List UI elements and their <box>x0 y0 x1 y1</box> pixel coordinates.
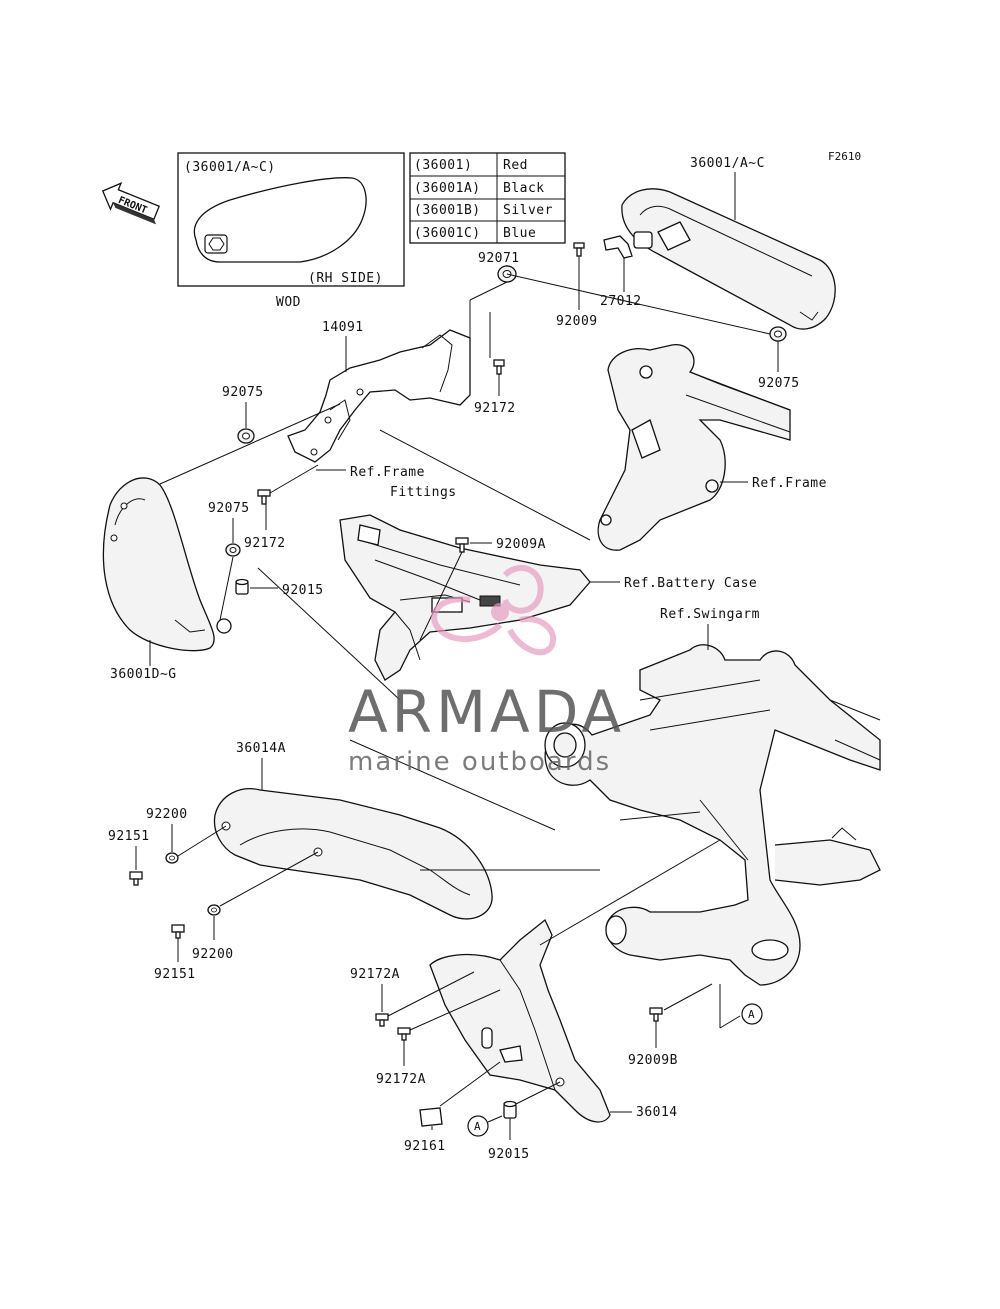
label-36014: 36014 <box>636 1105 678 1120</box>
label-92009b: 92009B <box>628 1053 678 1068</box>
screw-92009b <box>649 1007 663 1022</box>
label-92151-lower: 92151 <box>154 967 196 982</box>
label-ref-battery-case: Ref.Battery Case <box>624 576 757 591</box>
ref-a-right-label: A <box>748 1008 755 1021</box>
label-ref-frame: Ref.Frame <box>752 476 827 491</box>
inset-side-note: (RH SIDE) <box>308 271 383 286</box>
color-table-code: (36001) <box>414 158 472 173</box>
figure-code: F2610 <box>828 150 861 163</box>
label-ref-frame-fittings: Ref.Frame <box>350 465 425 480</box>
label-36001-dg: 36001D~G <box>110 667 177 682</box>
pad-92161 <box>419 1107 443 1127</box>
inset-caption: WOD <box>276 295 301 310</box>
ref-a-left: A <box>467 1115 489 1137</box>
label-92075-lower: 92075 <box>208 501 250 516</box>
label-92172a-lower: 92172A <box>376 1072 426 1087</box>
screw-92172-lower <box>257 489 271 505</box>
screw-92172a-upper <box>375 1013 389 1027</box>
watermark: ARMADA marine outboards <box>348 564 625 777</box>
label-92015-upper: 92015 <box>282 583 324 598</box>
label-14091: 14091 <box>322 320 364 335</box>
side-cover-left-36001dg <box>102 477 232 652</box>
label-92071: 92071 <box>478 251 520 266</box>
label-36001-ac: 36001/A~C <box>690 156 765 171</box>
watermark-brand: ARMADA <box>348 678 625 746</box>
screw-92172-upper <box>493 359 505 375</box>
bracket-27012 <box>603 235 633 259</box>
cover-36014a <box>213 788 493 920</box>
label-92172-upper: 92172 <box>474 401 516 416</box>
label-92172-lower: 92172 <box>244 536 286 551</box>
cover-36014 <box>429 918 611 1123</box>
label-92161: 92161 <box>404 1139 446 1154</box>
label-ref-frame-fittings-2: Fittings <box>390 485 457 500</box>
color-table-color: Black <box>503 181 545 196</box>
screw-92172a-lower <box>397 1027 411 1041</box>
frame-right <box>597 344 791 551</box>
watermark-tagline: marine outboards <box>348 747 611 777</box>
color-table-code: (36001C) <box>414 226 481 241</box>
swingarm <box>544 644 881 986</box>
label-ref-swingarm: Ref.Swingarm <box>660 607 760 622</box>
bracket-14091 <box>287 329 471 463</box>
color-table: (36001) Red (36001A) Black (36001B) Silv… <box>409 152 566 244</box>
color-table-code: (36001B) <box>414 203 481 218</box>
label-92075-right: 92075 <box>758 376 800 391</box>
label-92200-upper: 92200 <box>146 807 188 822</box>
side-cover-right-36001 <box>621 188 836 330</box>
inset-box: (36001/A~C) (RH SIDE) <box>177 152 405 287</box>
label-36014a: 36014A <box>236 741 286 756</box>
label-92015-lower: 92015 <box>488 1147 530 1162</box>
label-92075-left: 92075 <box>222 385 264 400</box>
collar-92015-upper <box>235 578 249 595</box>
color-table-code: (36001A) <box>414 181 481 196</box>
front-arrow-icon: FRONT <box>101 182 161 225</box>
grommet-92075-left <box>237 428 255 444</box>
collar-92015-lower <box>503 1100 517 1119</box>
label-92172a-upper: 92172A <box>350 967 400 982</box>
label-92151-upper: 92151 <box>108 829 150 844</box>
screw-92009a <box>455 537 469 553</box>
color-table-color: Red <box>503 158 528 173</box>
label-92009: 92009 <box>556 314 598 329</box>
grommet-92075-right <box>769 326 787 342</box>
grommet-92075-lower <box>225 543 241 557</box>
screw-92009 <box>573 242 585 257</box>
label-92009a: 92009A <box>496 537 546 552</box>
inset-cover-shape <box>193 177 367 263</box>
washer-92200-lower <box>207 904 221 916</box>
ref-a-left-label: A <box>474 1120 481 1133</box>
color-table-color: Silver <box>503 203 553 218</box>
washer-92200-upper <box>165 852 179 864</box>
label-92200-lower: 92200 <box>192 947 234 962</box>
ref-a-right: A <box>741 1003 763 1025</box>
bolt-92151-upper <box>129 871 143 886</box>
color-table-color: Blue <box>503 226 536 241</box>
watermark-logo-icon <box>431 564 557 656</box>
bolt-92151-lower <box>171 924 185 939</box>
inset-part-ref: (36001/A~C) <box>184 160 276 175</box>
